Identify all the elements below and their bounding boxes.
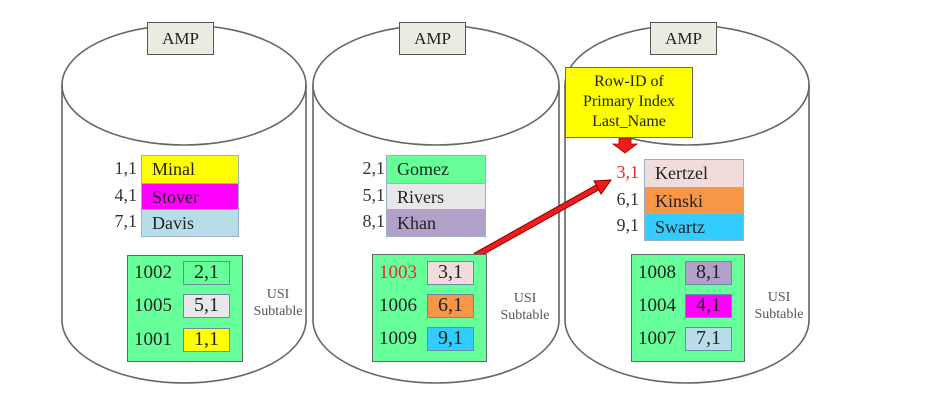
base-table-3: Kertzel Kinski Swartz: [644, 159, 744, 241]
usi-label-line: USI: [513, 291, 537, 306]
amp-label-3: AMP: [650, 22, 717, 55]
callout-line: Last_Name: [592, 113, 666, 130]
cylinder-body-3: [564, 85, 810, 384]
cylinder-body-2: [312, 85, 560, 384]
usi-row-id: 9,1: [427, 327, 474, 351]
usi-subtable-label-1: USI Subtable: [243, 286, 313, 320]
usi-row: 1008 8,1: [632, 261, 744, 285]
usi-subtable-1: 1002 2,1 1005 5,1 1001 1,1: [127, 255, 243, 362]
usi-key-highlighted: 1003: [379, 262, 417, 283]
usi-row-id: 3,1: [427, 261, 474, 285]
usi-row: 1004 4,1: [632, 294, 744, 318]
row-id: 5,1: [362, 184, 386, 205]
usi-subtable-2: 1003 3,1 1006 6,1 1009 9,1: [372, 254, 487, 362]
usi-key: 1005: [134, 295, 172, 316]
row-id: 4,1: [114, 184, 138, 205]
usi-subtable-3: 1008 8,1 1004 4,1 1007 7,1: [631, 254, 745, 362]
usi-subtable-label-3: USI Subtable: [744, 289, 814, 323]
row-id: 7,1: [114, 211, 138, 231]
usi-row: 1005 5,1: [128, 294, 242, 318]
usi-row: 1003 3,1: [373, 261, 486, 285]
row-id-list-2: 2,1 5,1 8,1: [351, 155, 386, 235]
callout-line: Row-ID of: [594, 73, 664, 90]
usi-row: 1002 2,1: [128, 261, 242, 285]
row-id-callout: Row-ID of Primary Index Last_Name: [565, 67, 693, 138]
row-id-highlighted: 3,1: [616, 162, 640, 182]
usi-row: 1001 1,1: [128, 328, 242, 352]
cylinder-body-1: [61, 85, 307, 384]
row-id: 1,1: [114, 158, 138, 178]
usi-row-id: 5,1: [183, 294, 230, 318]
usi-row-id: 7,1: [685, 327, 732, 351]
row-id: 2,1: [362, 158, 386, 178]
usi-row-id: 2,1: [183, 261, 230, 285]
usi-key: 1007: [638, 328, 676, 349]
usi-row-id: 4,1: [685, 294, 732, 318]
base-row-name: Khan: [387, 209, 485, 236]
base-row-name: Kinski: [645, 186, 743, 213]
row-id: 9,1: [616, 215, 640, 235]
amp-label-text: AMP: [414, 28, 451, 48]
usi-row-id: 1,1: [183, 328, 230, 352]
usi-row: 1006 6,1: [373, 294, 486, 318]
pointer-arrow: [473, 179, 613, 259]
usi-key: 1006: [379, 295, 417, 316]
amp-label-2: AMP: [399, 22, 466, 55]
usi-key: 1009: [379, 328, 417, 349]
base-table-2: Gomez Rivers Khan: [386, 155, 486, 237]
usi-subtable-label-2: USI Subtable: [490, 290, 560, 324]
amp-label-text: AMP: [665, 28, 702, 48]
base-row-name: Gomez: [387, 156, 485, 183]
usi-label-line: Subtable: [754, 307, 804, 322]
usi-row: 1007 7,1: [632, 327, 744, 351]
base-table-1: Minal Stover Davis: [141, 155, 239, 237]
usi-label-line: Subtable: [253, 304, 303, 319]
amp-label-text: AMP: [162, 28, 199, 48]
row-id-list-1: 1,1 4,1 7,1: [103, 155, 138, 235]
row-id: 8,1: [362, 211, 386, 231]
row-id: 6,1: [616, 188, 640, 209]
base-row-name: Minal: [142, 156, 238, 183]
usi-key: 1004: [638, 295, 676, 316]
usi-label-line: Subtable: [500, 308, 550, 323]
usi-row-id: 8,1: [685, 261, 732, 285]
callout-line: Primary Index: [583, 93, 675, 110]
down-arrow-icon: [611, 137, 639, 154]
base-row-name: Rivers: [387, 182, 485, 209]
base-row-name: Swartz: [645, 213, 743, 240]
usi-key: 1002: [134, 262, 172, 283]
base-row-name: Davis: [142, 209, 238, 236]
usi-key: 1008: [638, 262, 676, 283]
row-id-list-3: 3,1 6,1 9,1: [605, 159, 640, 239]
usi-row: 1009 9,1: [373, 327, 486, 351]
base-row-name: Stover: [142, 182, 238, 209]
usi-label-line: USI: [266, 287, 290, 302]
amp-label-1: AMP: [147, 22, 214, 55]
usi-row-id: 6,1: [427, 294, 474, 318]
usi-key: 1001: [134, 329, 172, 350]
usi-label-line: USI: [767, 290, 791, 305]
base-row-name: Kertzel: [645, 160, 743, 187]
